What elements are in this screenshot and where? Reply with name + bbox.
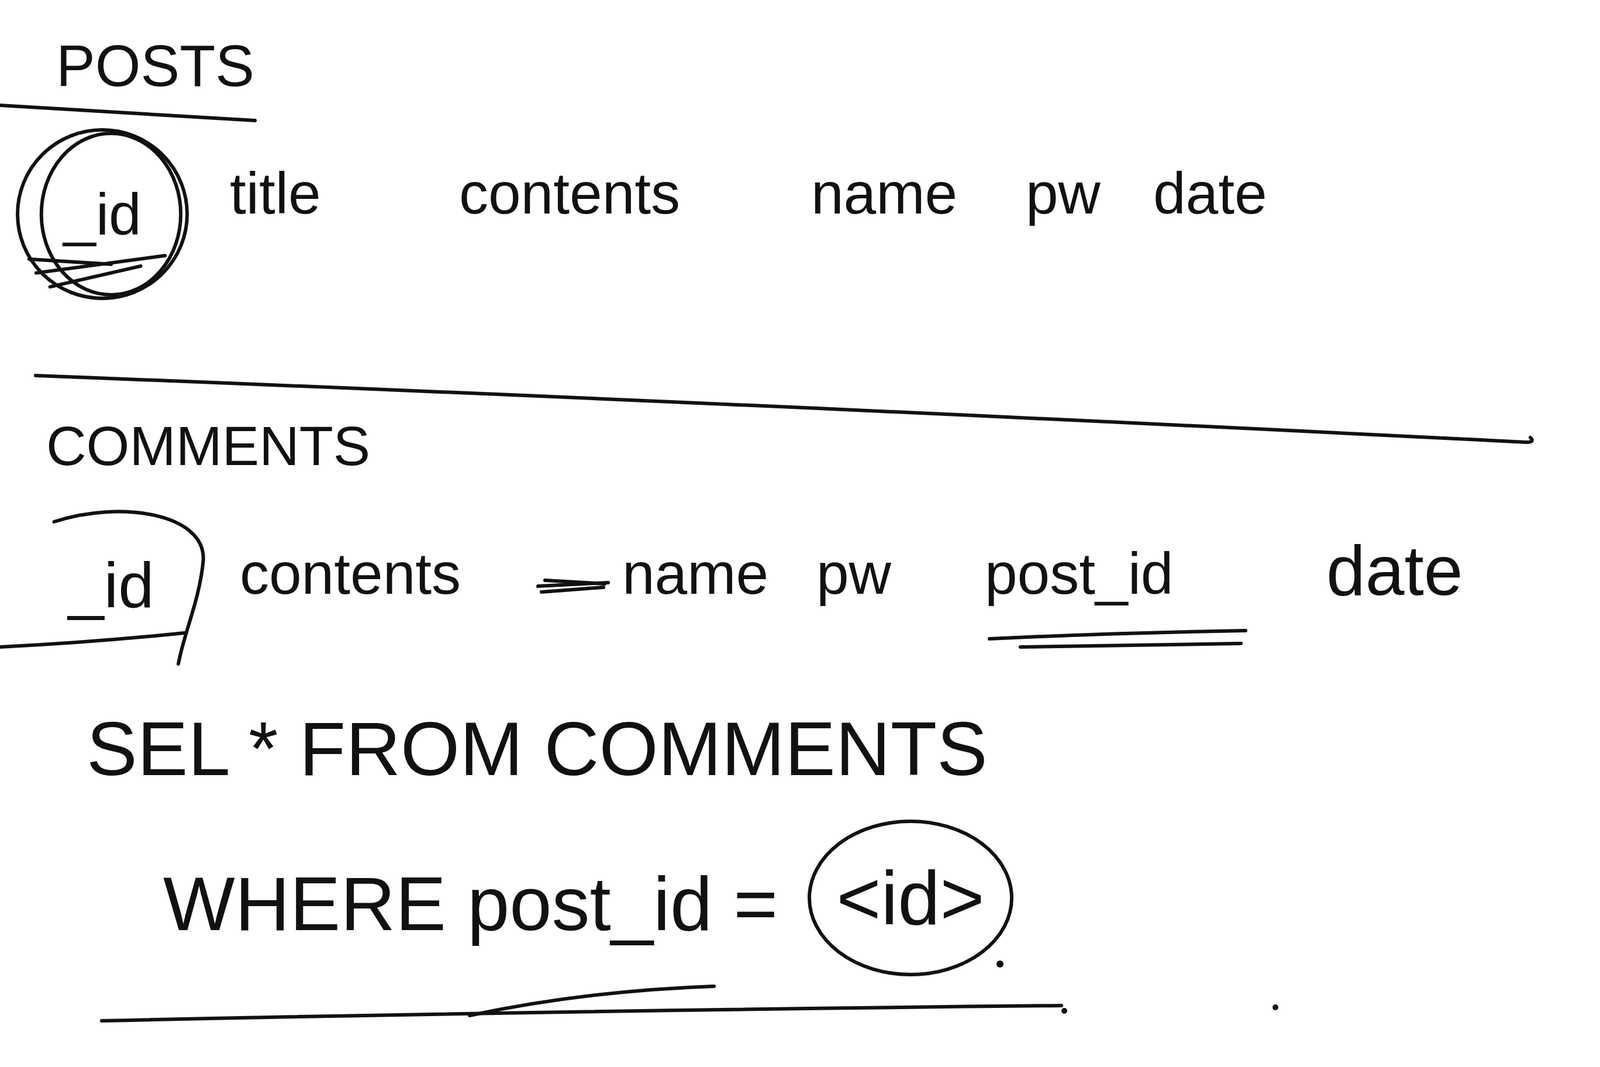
key-circle: _id [15, 127, 190, 301]
sketch-label: pw [1025, 163, 1101, 223]
key-text: <id> [836, 859, 985, 936]
sketch-label: POSTS [56, 36, 255, 95]
ink-dot [996, 960, 1004, 968]
circle-outline [809, 821, 1012, 975]
sketch-label: SEL * FROM COMMENTS [86, 710, 988, 787]
ink-dot [1272, 1004, 1279, 1010]
circle-outline [41, 133, 181, 295]
key-underline [0, 632, 185, 647]
sketch-label: name [622, 543, 769, 603]
circle-outline [17, 129, 188, 299]
key-text: _id [63, 184, 141, 244]
fk-underline [989, 630, 1246, 647]
sketch-label: contents [239, 543, 461, 603]
sketch-label: contents [459, 163, 681, 223]
strike-scribble [538, 580, 609, 592]
sketch-label: date [1326, 535, 1464, 606]
key-arc: _id [15, 505, 208, 664]
arc-outline [53, 511, 203, 664]
key-text: _id [68, 552, 155, 617]
table-underline [0, 105, 255, 121]
sketch-label: name [811, 163, 958, 223]
sketch-label: date [1153, 163, 1268, 223]
param-circle: <id> [807, 818, 1015, 977]
sketch-label: title [229, 163, 322, 223]
sketch-label: COMMENTS [46, 418, 371, 474]
query-underline [101, 1005, 1062, 1021]
cross-out-strokes [29, 255, 165, 287]
sketch-label: post_id [984, 543, 1174, 603]
sketch-label: WHERE post_id = [163, 865, 778, 942]
sketch-label: pw [816, 543, 892, 603]
ink-dot [1061, 1007, 1068, 1014]
query-underline [469, 985, 715, 1016]
